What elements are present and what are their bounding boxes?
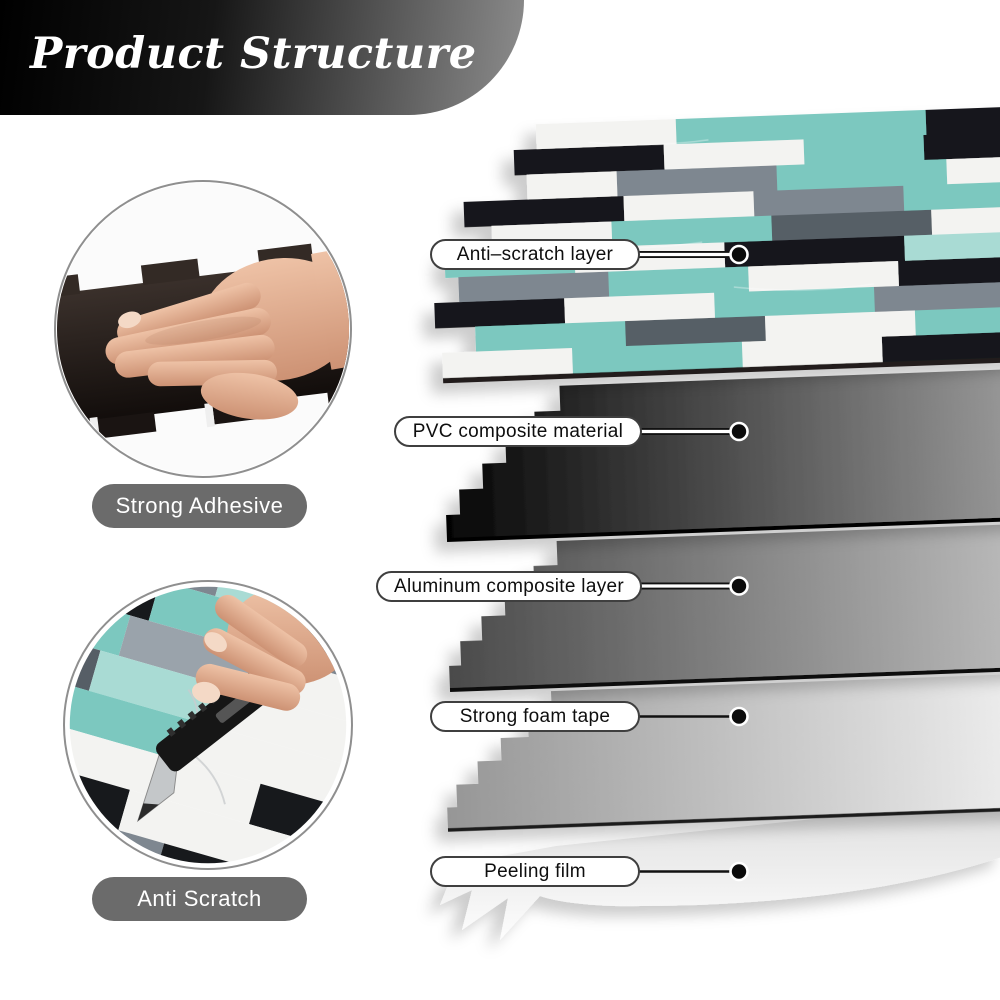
layer-aluminum (449, 523, 1000, 692)
layer-anti-scratch (434, 105, 1000, 384)
layer-label-peeling-film: Peeling film (430, 856, 640, 887)
layer-label-text: Peeling film (484, 860, 586, 882)
hand-pressing-tile-backing-image (56, 182, 350, 476)
strong-adhesive-photo (54, 180, 352, 478)
feature-label-text: Anti Scratch (137, 886, 262, 911)
layer-label-anti-scratch: Anti–scratch layer (430, 239, 640, 270)
layer-peeling-film (440, 799, 1000, 940)
layer-foam-tape (447, 673, 1000, 832)
hand-icon (105, 242, 350, 420)
feature-label-strong-adhesive: Strong Adhesive (92, 484, 307, 528)
hand-icon (191, 586, 347, 711)
layer-label-pvc: PVC composite material (394, 416, 642, 447)
layer-label-text: PVC composite material (412, 420, 624, 442)
header-banner: Product Structure (0, 0, 524, 115)
layer-label-aluminum: Aluminum composite layer (376, 571, 642, 602)
layer-dot (729, 244, 749, 265)
knife-cutting-tile-image (69, 586, 347, 864)
layer-label-text: Strong foam tape (459, 705, 611, 727)
page-title: Product Structure (30, 28, 477, 79)
feature-label-anti-scratch: Anti Scratch (92, 877, 307, 921)
layer-dot (729, 576, 749, 596)
anti-scratch-photo (63, 580, 353, 870)
layer-dot (729, 861, 749, 882)
layer-dot (729, 706, 749, 727)
layer-dot (729, 421, 749, 442)
layer-label-text: Anti–scratch layer (456, 243, 614, 265)
layer-label-text: Aluminum composite layer (393, 575, 624, 597)
feature-label-text: Strong Adhesive (115, 493, 284, 518)
layer-label-foam-tape: Strong foam tape (430, 701, 640, 732)
layer-pvc (446, 368, 1000, 542)
